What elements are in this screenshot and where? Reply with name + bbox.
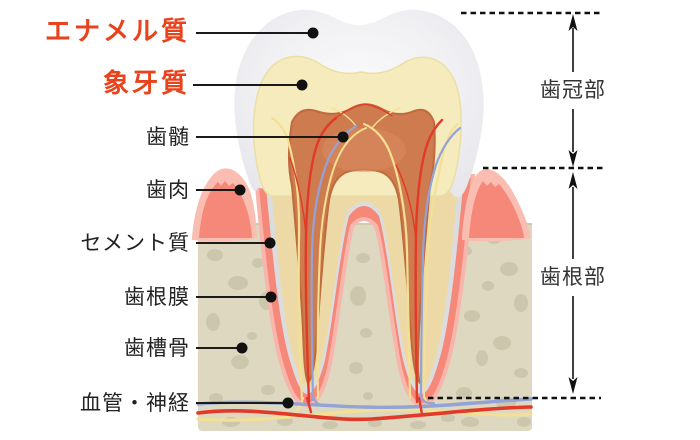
dashed-reference-lines [428,11,606,400]
label-root-section: 歯根部 [540,265,606,289]
bone-texture [206,228,531,429]
gum-left [192,168,257,242]
label-enamel: エナメル質 [44,17,190,47]
leader-dot [296,79,308,91]
leader-lines [193,27,349,409]
label-gum: 歯肉 [146,178,190,202]
label-dentin: 象牙質 [102,69,190,99]
nerve-yellow [196,107,533,422]
leader-dot [282,397,294,409]
arrowhead-up [568,14,578,31]
vessels-nerves [196,103,533,422]
label-periodontal: 歯根膜 [124,285,190,309]
leader-dot [234,184,246,196]
measure-arrows [568,14,578,394]
gum-right [462,169,531,242]
leader-dot [265,291,277,303]
label-pulp: 歯髄 [146,125,190,149]
leader-dot [264,237,276,249]
arrowhead-down [568,150,578,167]
label-crown-section: 歯冠部 [540,78,606,102]
leader-dot [337,131,349,143]
leader-dot [236,342,248,354]
arrowhead-up [568,172,578,189]
leader-dot [307,27,319,39]
label-cementum: セメント質 [80,231,190,255]
vessel-red [196,103,533,422]
alveolar-bone [198,223,532,431]
arrowhead-down [568,377,578,394]
label-alveolar: 歯槽骨 [124,336,190,360]
label-vessels-nerves: 血管・神経 [80,391,190,415]
